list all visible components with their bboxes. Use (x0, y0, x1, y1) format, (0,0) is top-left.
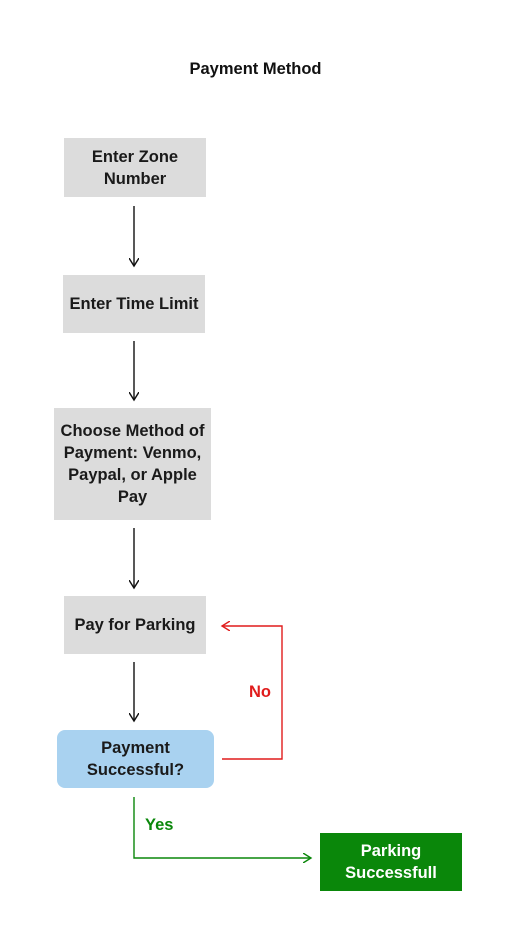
node-enter-zone: Enter Zone Number (64, 138, 206, 197)
edge-label-yes: Yes (145, 816, 174, 834)
arrow-decision-yes-to-success (133, 797, 311, 858)
node-success: Parking Successfull (320, 833, 462, 891)
arrow-decision-no-to-pay (222, 626, 283, 760)
diagram-title: Payment Method (189, 60, 322, 78)
node-enter-time: Enter Time Limit (63, 275, 205, 333)
node-decision: Payment Successful? (57, 730, 214, 788)
node-choose-method: Choose Method of Payment: Venmo, Paypal,… (54, 408, 211, 520)
edge-label-no: No (249, 683, 271, 701)
node-pay: Pay for Parking (64, 596, 206, 654)
